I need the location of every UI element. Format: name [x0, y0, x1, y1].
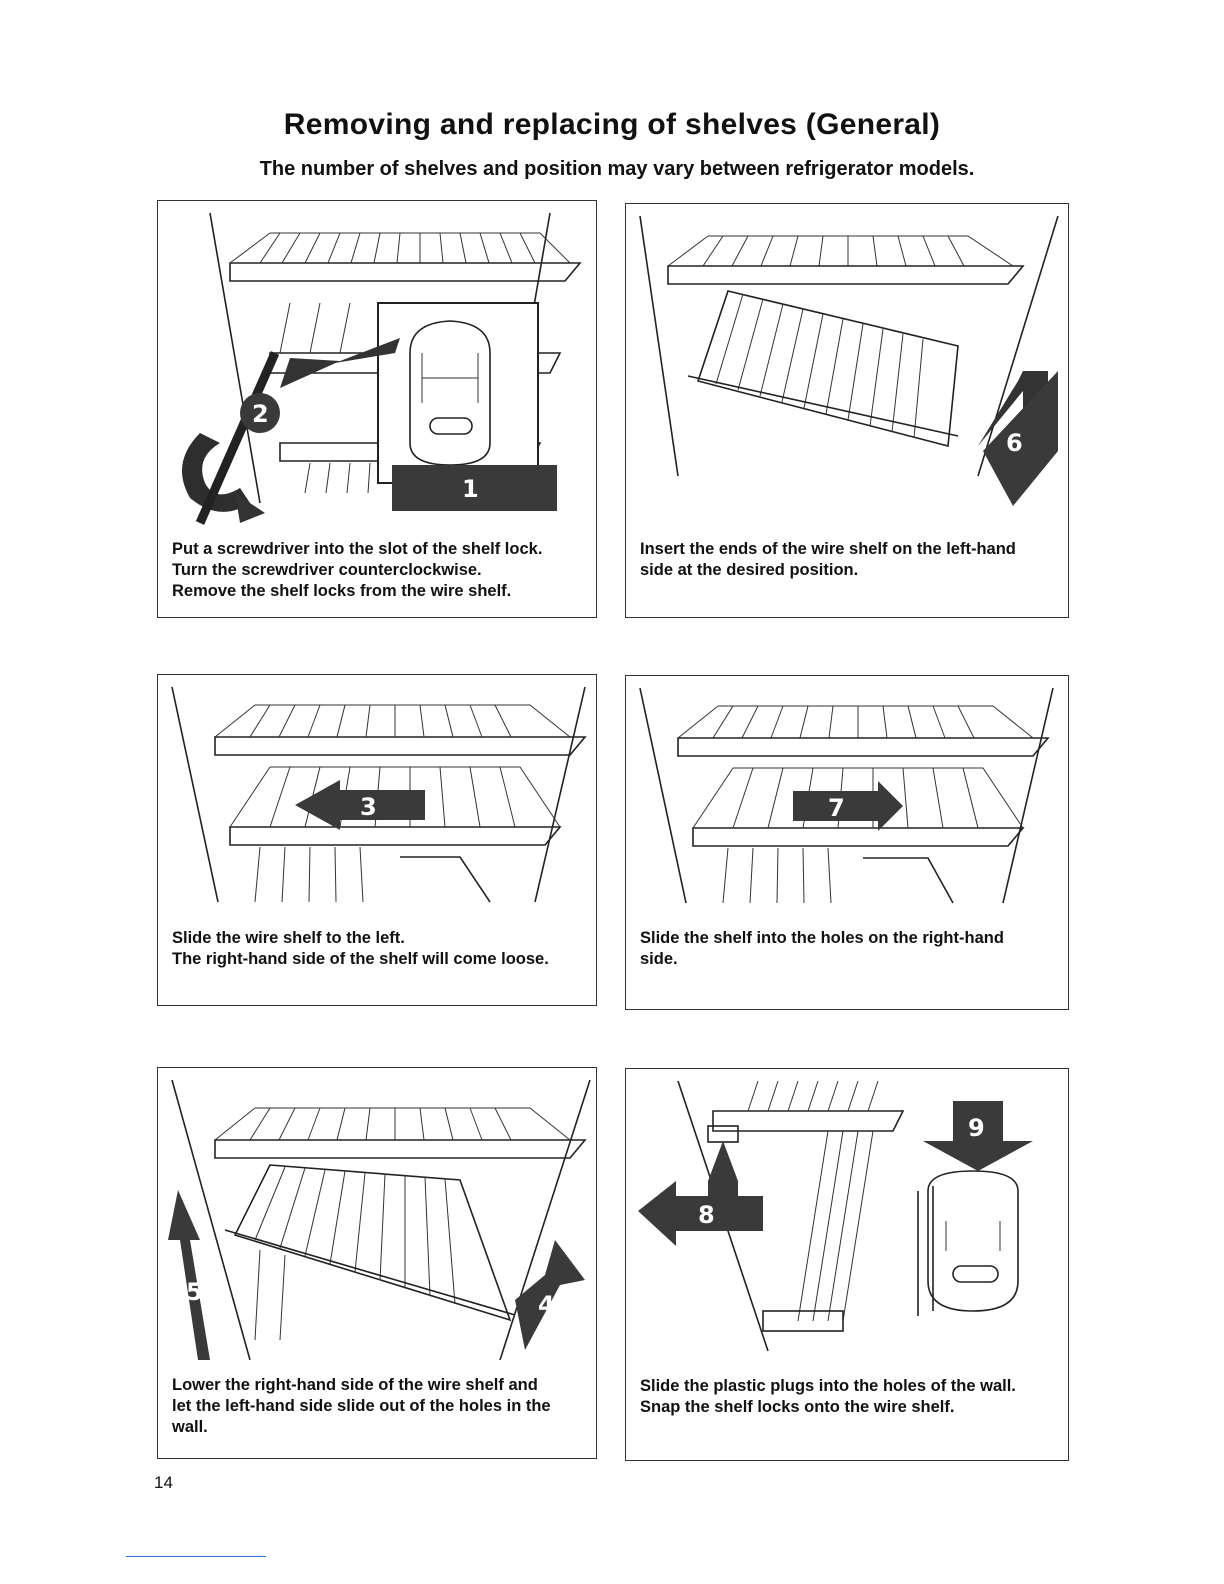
- callout-9-number: 9: [968, 1114, 985, 1142]
- instruction-caption: Insert the ends of the wire shelf on the…: [640, 540, 1016, 579]
- instruction-caption: Put a screwdriver into the slot of the s…: [172, 540, 543, 600]
- page-title: Removing and replacing of shelves (Gener…: [283, 108, 941, 141]
- callout-3-number: 3: [360, 793, 377, 821]
- instruction-panel-4: 7 Slide the shelf into the holes on the …: [625, 675, 1069, 1010]
- instruction-caption: Slide the plastic plugs into the holes o…: [640, 1377, 1016, 1416]
- callout-6-number: 6: [1006, 429, 1023, 457]
- instruction-panel-3: 3 Slide the wire shelf to the left. The …: [157, 674, 597, 1006]
- callout-5-number: 5: [186, 1278, 203, 1306]
- instruction-panel-6: 8 9 Slide the plastic plugs into the hol…: [625, 1068, 1069, 1461]
- callout-1-badge: [392, 465, 557, 511]
- callout-4-number: 4: [538, 1291, 555, 1319]
- replace-shelf-locks-illustration: 8 9: [638, 1080, 1033, 1352]
- page-number: 14: [154, 1473, 173, 1492]
- insert-shelf-left-illustration: 6: [639, 215, 1059, 506]
- page-subtitle: The number of shelves and position may v…: [259, 158, 975, 180]
- instruction-panel-2: 6 Insert the ends of the wire shelf on t…: [625, 203, 1069, 618]
- instruction-caption: Lower the right-hand side of the wire sh…: [172, 1376, 551, 1436]
- footer-rule: [126, 1556, 266, 1557]
- callout-2-number: 2: [252, 400, 269, 428]
- instruction-panel-5: 5 4 Lower the right-hand side of the wir…: [157, 1067, 597, 1459]
- shelf-lock-removal-illustration: 1 2: [182, 212, 582, 525]
- instruction-caption: Slide the shelf into the holes on the ri…: [640, 929, 1004, 968]
- callout-7-number: 7: [828, 794, 845, 822]
- callout-1-number: 1: [462, 475, 479, 503]
- slide-shelf-left-illustration: 3: [171, 686, 587, 903]
- lower-shelf-illustration: 5 4: [168, 1079, 591, 1361]
- callout-8-number: 8: [698, 1201, 715, 1229]
- slide-shelf-right-illustration: 7: [639, 687, 1054, 904]
- instruction-panel-1: 1 2 Put a screwdriver into the slot of t…: [157, 200, 597, 618]
- instruction-caption: Slide the wire shelf to the left. The ri…: [172, 929, 549, 968]
